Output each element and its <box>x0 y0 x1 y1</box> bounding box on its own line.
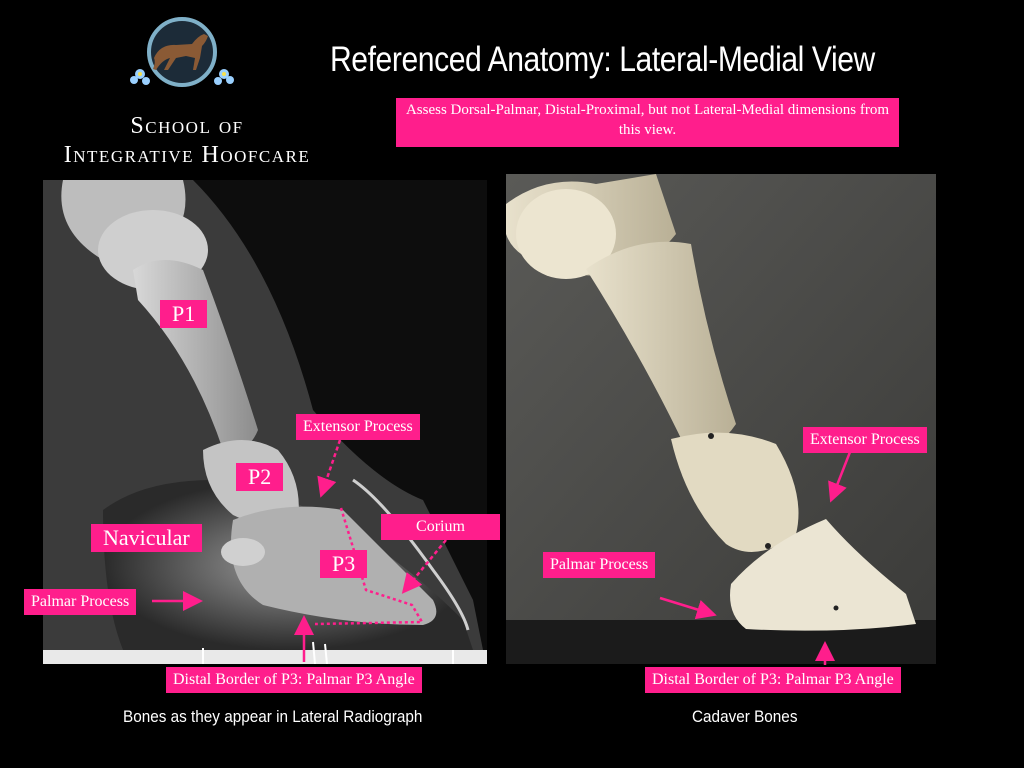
caption-cadaver: Cadaver Bones <box>692 707 798 726</box>
label-distal-border-xray: Distal Border of P3: Palmar P3 Angle <box>166 667 422 693</box>
caption-radiograph: Bones as they appear in Lateral Radiogra… <box>123 707 423 726</box>
cadaver-image <box>506 174 936 664</box>
label-p3: P3 <box>320 550 368 578</box>
label-palmar-process-xray: Palmar Process <box>24 589 137 615</box>
label-p2: P2 <box>236 463 284 491</box>
label-p1: P1 <box>160 300 208 328</box>
label-palmar-process-cadaver: Palmar Process <box>543 552 656 578</box>
label-navicular: Navicular <box>91 524 202 552</box>
school-name-line2: Integrative Hoofcare <box>63 142 311 168</box>
school-name: School of Integrative Hoofcare <box>22 112 352 170</box>
label-extensor-process-cadaver: Extensor Process <box>803 427 927 453</box>
label-distal-border-cadaver: Distal Border of P3: Palmar P3 Angle <box>645 667 901 693</box>
label-corium: Corium <box>381 514 500 540</box>
label-extensor-process-xray: Extensor Process <box>296 414 420 440</box>
school-name-line1: School of <box>130 113 244 139</box>
view-note: Assess Dorsal-Palmar, Distal-Proximal, b… <box>396 98 899 147</box>
slide-title: Referenced Anatomy: Lateral-Medial View <box>330 40 875 79</box>
horse-logo <box>130 17 234 87</box>
